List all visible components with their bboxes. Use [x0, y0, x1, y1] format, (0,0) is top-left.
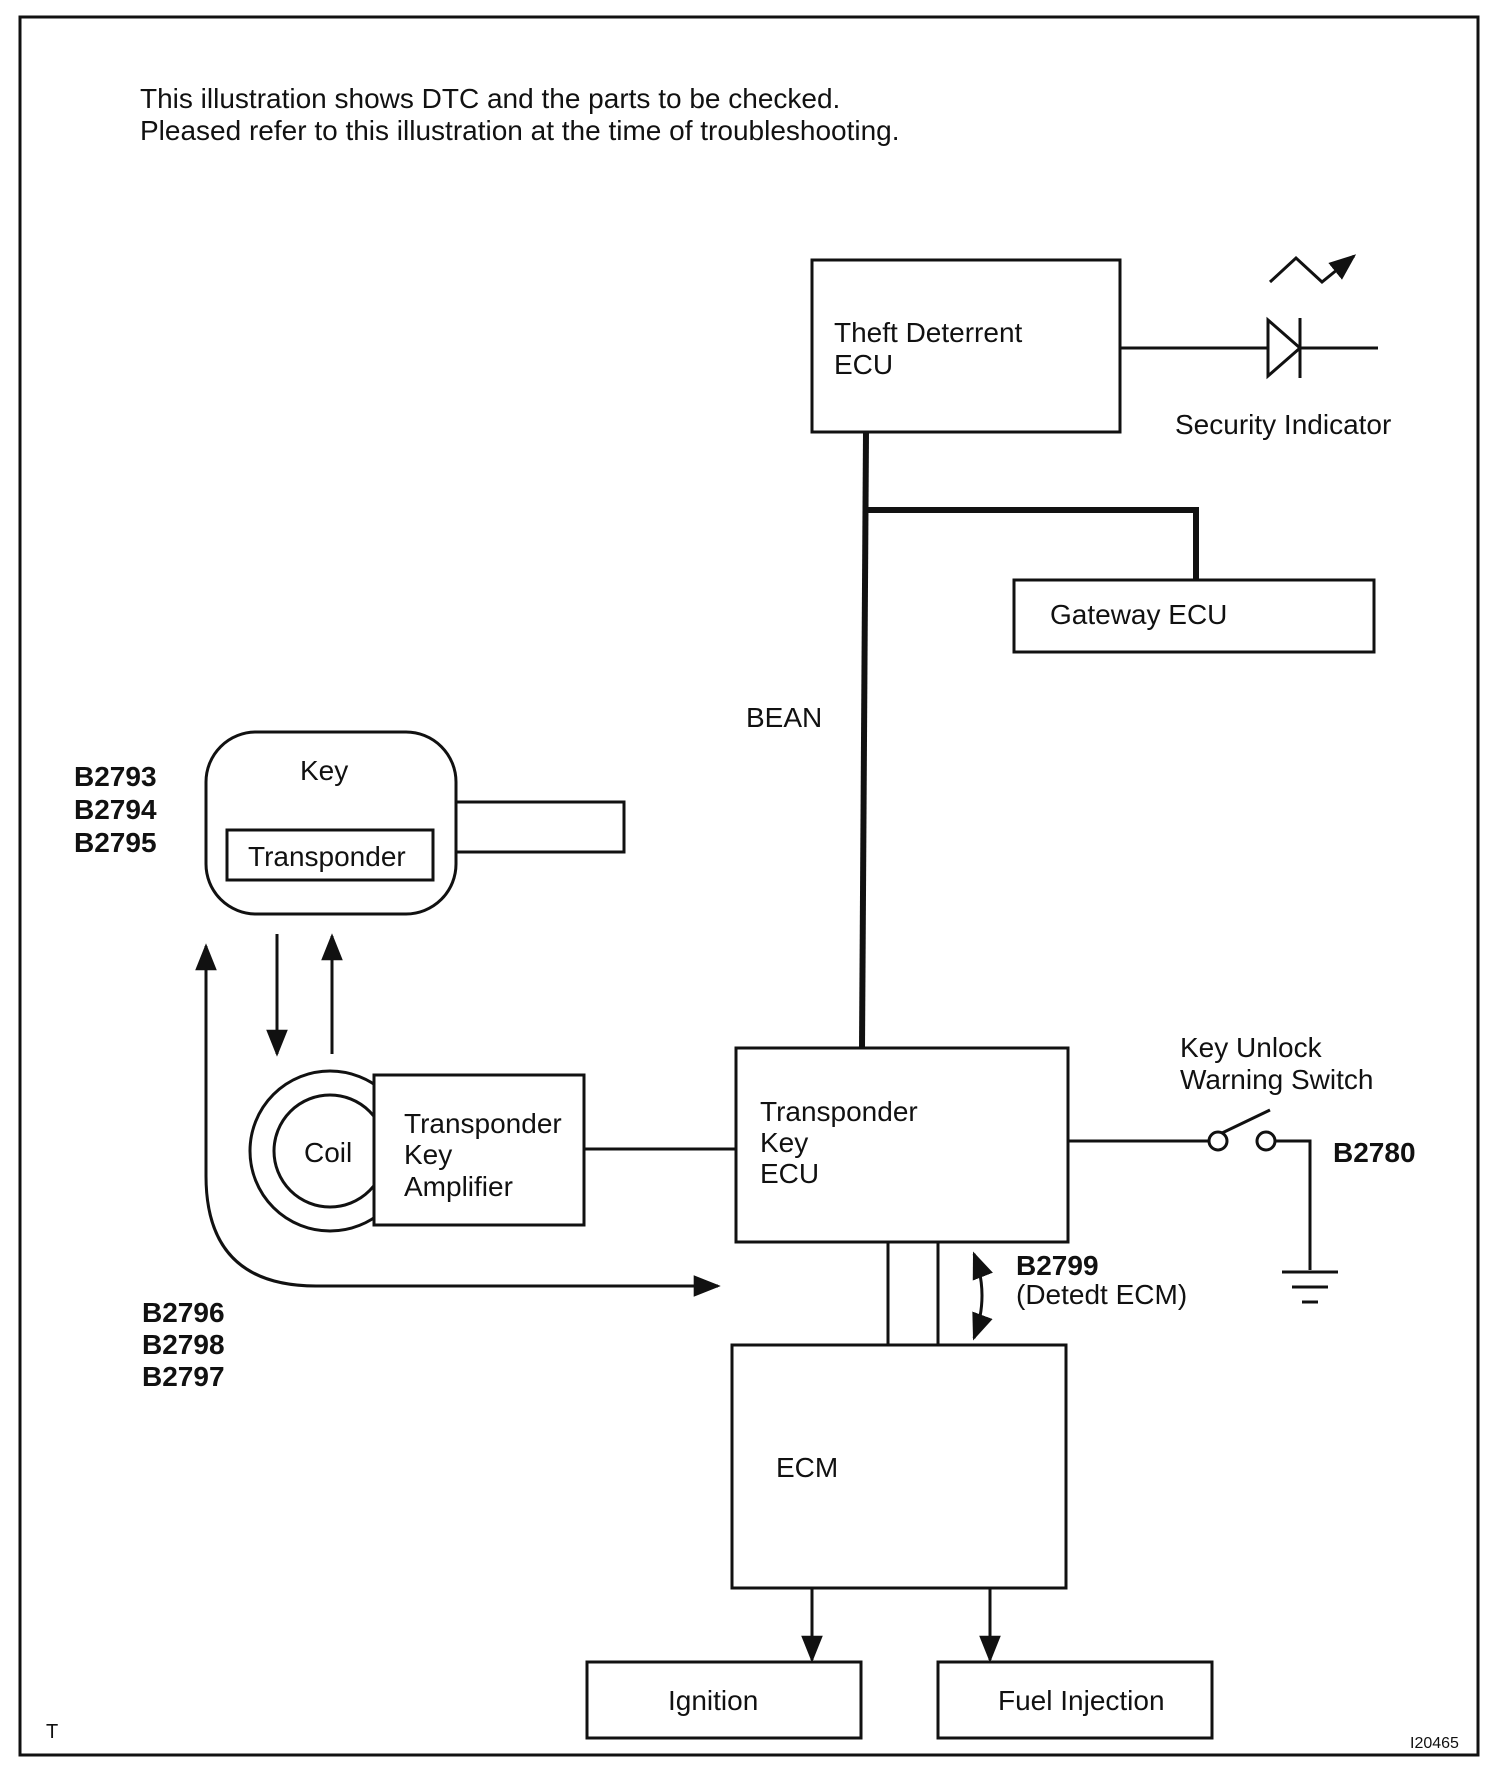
- corner-mark: T: [46, 1721, 58, 1743]
- security-indicator-label: Security Indicator: [1175, 409, 1391, 440]
- switch-wire-ground: [1275, 1139, 1312, 1270]
- bean-label: BEAN: [746, 702, 822, 733]
- dtc-switch: B2780: [1333, 1137, 1416, 1168]
- led-diode-icon: [1266, 316, 1303, 380]
- gateway-ecu-box: [1012, 578, 1376, 654]
- dtc-key-2: B2794: [74, 794, 157, 825]
- frame-border: [18, 15, 1480, 1757]
- dtc-amp-1: B2796: [142, 1297, 225, 1328]
- ignition-box: [585, 1660, 863, 1740]
- transponder-chip-label: Transponder: [248, 841, 406, 872]
- fuel-injection-label: Fuel Injection: [998, 1685, 1165, 1716]
- led-light-emission-icon: [1268, 254, 1357, 284]
- theft-deterrent-ecu-label-1: Theft Deterrent: [834, 317, 1023, 348]
- transponder-chip-box: [225, 828, 435, 882]
- amplifier-label-3: Amplifier: [404, 1171, 513, 1202]
- theft-deterrent-ecu-label-2: ECU: [834, 349, 893, 380]
- curved-diagnostic-arrow: [195, 943, 721, 1297]
- intro-line-1: This illustration shows DTC and the part…: [140, 83, 840, 114]
- key-label: Key: [300, 755, 348, 786]
- amplifier-label-2: Key: [404, 1139, 452, 1170]
- dtc-ecm-code: B2799: [1016, 1250, 1099, 1281]
- bean-bus-gateway-branch: [866, 507, 1199, 582]
- ecm-label: ECM: [776, 1452, 838, 1483]
- amplifier-label-1: Transponder: [404, 1108, 562, 1139]
- switch-label-2: Warning Switch: [1180, 1064, 1373, 1095]
- switch-contact-right-icon: [1255, 1130, 1277, 1152]
- coil-label: Coil: [304, 1137, 352, 1168]
- key-blade: [456, 800, 626, 854]
- dtc-ecm-note: (Detedt ECM): [1016, 1279, 1187, 1310]
- transponder-key-ecu-box: [734, 1046, 1070, 1244]
- gateway-ecu-label: Gateway ECU: [1050, 599, 1227, 630]
- switch-lever-icon: [1221, 1108, 1271, 1135]
- dtc-amp-2: B2798: [142, 1329, 225, 1360]
- intro-line-2: Pleased refer to this illustration at th…: [140, 115, 900, 146]
- transponder-key-ecu-label-2: Key: [760, 1127, 808, 1158]
- switch-contact-left-icon: [1207, 1130, 1229, 1152]
- dtc-key-3: B2795: [74, 827, 157, 858]
- switch-label-1: Key Unlock: [1180, 1032, 1323, 1063]
- dtc-key-1: B2793: [74, 761, 157, 792]
- theft-deterrent-ecu-box: [810, 258, 1122, 434]
- figure-id: I20465: [1410, 1735, 1459, 1752]
- transponder-key-ecu-label-3: ECU: [760, 1158, 819, 1189]
- transponder-key-ecu-label-1: Transponder: [760, 1096, 918, 1127]
- dtc-amp-3: B2797: [142, 1361, 225, 1392]
- ecm-box: [730, 1343, 1068, 1590]
- fuel-injection-box: [936, 1660, 1214, 1740]
- ecm-comm-arrow: [972, 1251, 993, 1341]
- ignition-label: Ignition: [668, 1685, 758, 1716]
- bean-bus-vertical: [859, 431, 869, 1049]
